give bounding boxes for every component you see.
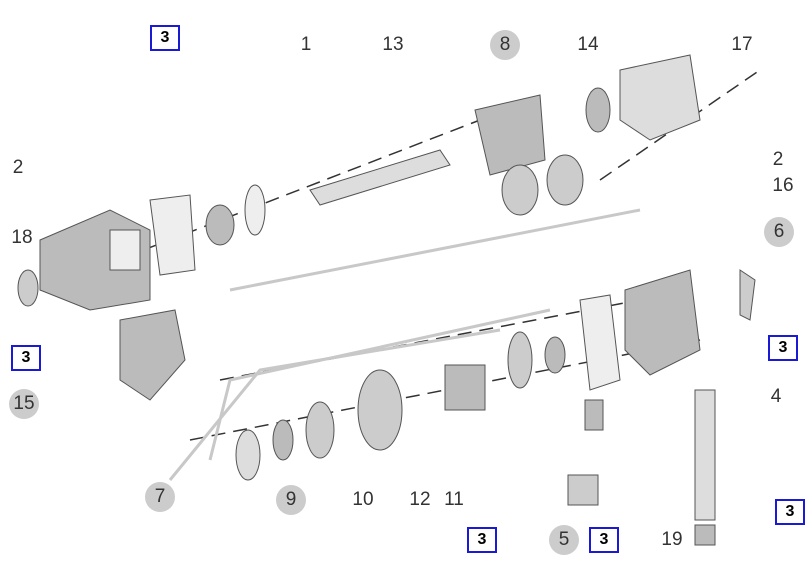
callout-10: 10	[352, 489, 374, 510]
callout-8: 8	[490, 30, 520, 60]
gasket	[149, 194, 196, 276]
motor-housing-17	[619, 54, 701, 141]
hammer-case-8	[474, 94, 546, 176]
seal-callout: 3	[467, 527, 497, 553]
callout-2-left: 2	[12, 157, 24, 178]
callout-19: 19	[661, 529, 683, 550]
seal-callout: 3	[150, 25, 180, 51]
cover-15	[119, 309, 186, 401]
anvil-shaft	[309, 149, 451, 206]
callout-13: 13	[382, 34, 404, 55]
callout-6: 6	[764, 217, 794, 247]
callout-16: 16	[772, 175, 794, 196]
callout-9: 9	[276, 485, 306, 515]
seal-callout: 3	[775, 499, 805, 525]
callout-4: 4	[770, 386, 782, 407]
callout-15: 15	[9, 389, 39, 419]
seal-callout: 3	[11, 345, 41, 371]
seal-callout: 3	[768, 335, 798, 361]
callout-17: 17	[731, 34, 753, 55]
handle-16	[624, 269, 701, 376]
callout-14: 14	[577, 34, 599, 55]
callout-7: 7	[145, 482, 175, 512]
callout-11: 11	[444, 489, 464, 510]
housing-front	[39, 209, 151, 311]
seal-callout: 3	[589, 527, 619, 553]
callout-18: 18	[11, 227, 33, 248]
callout-5: 5	[549, 525, 579, 555]
callout-2-right: 2	[772, 149, 784, 170]
callout-12: 12	[409, 489, 431, 510]
callout-1: 1	[300, 34, 312, 55]
